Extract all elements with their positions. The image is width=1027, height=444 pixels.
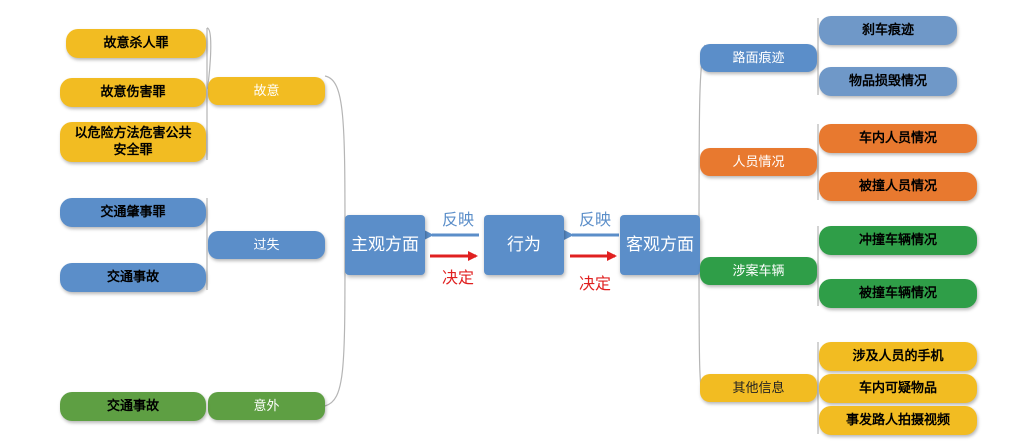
objective-box: 客观方面 [620, 215, 700, 275]
category-qita: 其他信息 [700, 374, 817, 402]
edge-label-determine-right: 决定 [579, 274, 612, 293]
category-guyi: 故意 [208, 77, 325, 105]
category-renyuan: 人员情况 [700, 148, 817, 176]
leaf-cheliang-chongzhuang: 冲撞车辆情况 [819, 226, 977, 255]
subjective-box: 主观方面 [345, 215, 425, 275]
category-yiwai: 意外 [208, 392, 325, 420]
leaf-qita-shouji: 涉及人员的手机 [819, 342, 977, 371]
leaf-lumian-wupin: 物品损毁情况 [819, 67, 957, 96]
leaf-renyuan-chenei: 车内人员情况 [819, 124, 977, 153]
leaf-guyi-shanghai: 故意伤害罪 [60, 78, 206, 107]
leaf-cheliang-beizhuang: 被撞车辆情况 [819, 279, 977, 308]
leaf-qita-keyi: 车内可疑物品 [819, 374, 977, 403]
edge-label-determine-left: 决定 [442, 268, 475, 287]
leaf-guyi-weixian: 以危险方法危害公共安全罪 [60, 122, 206, 162]
fan-guyi [206, 27, 212, 160]
category-lumian: 路面痕迹 [700, 44, 817, 72]
leaf-qita-shipin: 事发路人拍摄视频 [819, 406, 977, 435]
leaf-renyuan-beizhuang: 被撞人员情况 [819, 172, 977, 201]
category-cheliang: 涉案车辆 [700, 257, 817, 285]
leaf-guoshi-zhaoshi: 交通肇事罪 [60, 198, 206, 227]
category-guoshi: 过失 [208, 231, 325, 259]
edge-label-feedback-right: 反映 [579, 210, 612, 229]
leaf-lumian-shache: 刹车痕迹 [819, 16, 957, 45]
fan-subjective [324, 75, 346, 407]
action-box: 行为 [484, 215, 564, 275]
leaf-yiwai-shigu: 交通事故 [60, 392, 206, 421]
leaf-guyi-sharen: 故意杀人罪 [66, 29, 206, 58]
leaf-guoshi-shigu: 交通事故 [60, 263, 206, 292]
edge-label-feedback-left: 反映 [442, 210, 475, 229]
